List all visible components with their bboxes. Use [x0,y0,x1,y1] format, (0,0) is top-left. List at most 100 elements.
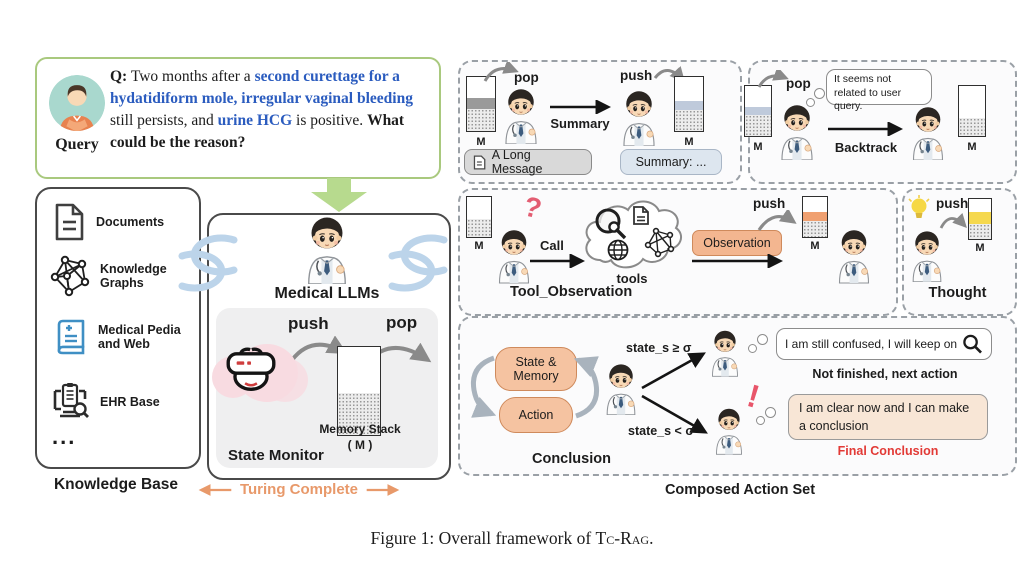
memory-stack-m: ( M ) [347,438,373,452]
pop-arrow-summary [483,62,519,82]
doctor-avatar-llm [297,216,357,284]
message-doc-icon [473,154,486,170]
thought-stack [968,198,992,240]
doctor-avatar-tool-right [832,228,876,284]
branch-arrow-down [641,394,708,434]
stack-m-label: M [474,240,484,252]
pop-label-summary: pop [514,70,539,85]
web-doc-icon [633,206,649,225]
summary-output-box: Summary: ... [620,149,722,175]
stack-m-label: M [975,242,985,254]
stop-bubble-text: I am clear now and I can make a conclusi… [799,401,970,434]
stack-m-label: M [753,141,763,153]
sync-arrows-right-icon [388,234,448,292]
query-q-prefix: Q: [110,68,128,85]
state-monitor-title: State Monitor [228,447,324,464]
cond-stop-label: state_s < σ [628,424,694,438]
final-conclusion-bubble: I am clear now and I can make a conclusi… [788,394,988,440]
tools-label: tools [616,271,648,286]
kb-item-ellipsis: ... [52,424,77,449]
stack-m-label: M [967,141,977,153]
pop-label-backtrack: pop [786,76,811,91]
stack-m-label: M [476,136,486,148]
graph-tool-icon [644,227,675,258]
pop-arrow-backtrack [757,70,789,88]
turing-complete-label: Turing Complete [239,481,359,498]
keep-searching-magnifier-icon [963,334,983,354]
pop-label-sm: pop [386,313,418,332]
query-highlight-2: urine HCG [217,112,293,129]
turing-right-arrow [366,483,400,496]
thought-dot [814,88,825,99]
stack-m-label: M [684,136,694,148]
doctor-avatar-summary-left [498,88,544,144]
flow-down-arrow [311,178,367,212]
medical-llms-label: Medical LLMs [274,285,380,302]
caption-prefix: Figure 1: Overall framework of [370,528,596,548]
summary-output-label: Summary: ... [635,155,707,169]
kb-item-knowledge-graphs: Knowledge Graphs [48,255,190,297]
push-label-thought: push [936,196,969,211]
query-text-part: Two months after a [127,68,255,85]
turing-complete-banner: Turing Complete [196,481,402,498]
continue-bubble-text: I am still confused, I will keep on [785,337,958,351]
medical-book-icon [57,319,85,355]
kb-item-label: Knowledge Graphs [100,261,167,290]
knowledge-graph-icon [50,255,90,297]
kb-item-label: Documents [96,214,165,229]
document-icon [55,203,84,241]
doctor-avatar-backtrack-right [906,106,950,160]
summary-stack-after [674,76,704,132]
globe-icon [607,239,629,261]
backtrack-bubble-text: It seems not related to user query. [834,73,902,113]
thought-dot [757,334,768,345]
push-label-sm: push [288,314,329,333]
observation-arrow [692,254,784,268]
state-memory-box: State & Memory [495,347,577,391]
tool-stack-before [466,196,492,238]
continue-bubble: I am still confused, I will keep on [776,328,992,360]
push-label-tool: push [753,196,786,211]
query-text: Q: Two months after a second curettage f… [110,66,432,154]
backtrack-label: Backtrack [834,140,898,155]
observation-label: Observation [703,236,771,250]
call-arrow [530,254,586,268]
thought-dot [806,98,815,107]
sync-arrows-left-icon [178,234,238,292]
thought-title: Thought [928,285,987,301]
magnifier-icon [595,208,627,240]
action-box: Action [499,397,573,433]
query-text-part: still persists, and [110,112,218,129]
push-label-summary: push [620,68,653,83]
query-question: What could be the reason? [110,112,405,151]
final-conclusion-note: Final Conclusion [837,444,939,458]
branch-arrow-up [641,352,706,390]
tools-cloud [585,200,683,269]
push-arrow-tool [757,210,797,231]
composed-action-set-label: Composed Action Set [664,482,816,498]
lightbulb-icon [908,195,930,218]
thought-dot [748,344,757,353]
tool-observation-panel [458,188,898,316]
tool-observation-title: Tool_Observation [510,284,633,300]
kb-item-documents: Documents [52,203,188,241]
query-avatar [48,74,106,132]
summary-arrow [550,100,612,114]
kb-item-label: Medical Pedia and Web [98,322,181,351]
figure-caption: Figure 1: Overall framework of Tc-Rag. [0,528,1024,549]
push-arrow-thought [939,213,967,229]
ehr-icon [53,383,89,418]
state-memory-label: State & Memory [513,354,559,383]
doctor-avatar-conclusion [600,363,642,415]
call-label: Call [540,238,564,253]
doctor-avatar-backtrack-left [774,104,820,160]
thought-dot [756,416,765,425]
query-box [35,57,441,179]
doctor-avatar-thought [906,230,948,282]
cond-continue-label: state_s ≥ σ [626,341,692,355]
knowledge-base-title: Knowledge Base [53,476,179,493]
cycle-arrow-left [470,355,497,418]
kb-item-medical-pedia: Medical Pedia and Web [52,318,192,356]
caption-suffix: . [649,528,654,548]
